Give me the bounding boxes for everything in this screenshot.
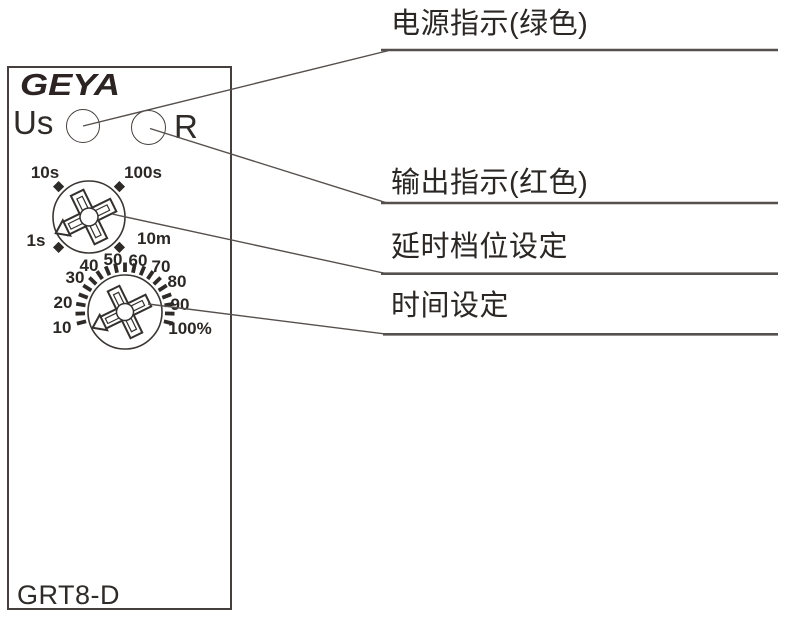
- dial-scale-label: 10s: [31, 163, 59, 182]
- delay-range-knob-pointer: [54, 188, 118, 246]
- dial-tick: [52, 180, 65, 193]
- time-setting-knob-pointer: [91, 284, 153, 340]
- callout-time-setting: 时间设定: [391, 290, 510, 322]
- power-led-label: Us: [13, 104, 54, 141]
- callout-delay-range: 延时档位设定: [391, 231, 569, 263]
- dial-scale-label: 100s: [124, 163, 162, 182]
- knob-arrow-icon: [54, 218, 73, 237]
- model-label: GRT8-D: [17, 580, 121, 610]
- callout-power-indicator: 电源指示(绿色): [391, 8, 589, 40]
- dial-tick: [113, 180, 126, 193]
- knob-arrow-icon: [91, 312, 109, 332]
- time-setting-dial: 10 20 30 40 50 60 70 80 90 100%: [53, 250, 212, 350]
- brand-logo-text: GEYA: [20, 69, 120, 101]
- dial-scale-label: 20: [54, 293, 73, 312]
- dial-scale-label: 40: [80, 256, 99, 275]
- brand-logo: GEYA: [20, 69, 120, 101]
- dial-tick: [52, 241, 65, 254]
- dial-scale-label: 30: [66, 268, 85, 287]
- callout-output-indicator: 输出指示(红色): [391, 167, 589, 199]
- dial-scale-label: 10: [53, 318, 72, 337]
- output-led-icon: [131, 110, 166, 145]
- reset-led-label: R: [174, 108, 198, 145]
- power-led-icon: [66, 109, 100, 143]
- dial-scale-label: 90: [171, 295, 190, 314]
- dial-scale-label: 50: [104, 250, 123, 269]
- dial-scale-label: 80: [168, 272, 187, 291]
- dial-scale-label: 100%: [168, 319, 211, 338]
- dial-scale-label: 1s: [27, 231, 46, 250]
- dial-scale-label: 60: [129, 251, 148, 270]
